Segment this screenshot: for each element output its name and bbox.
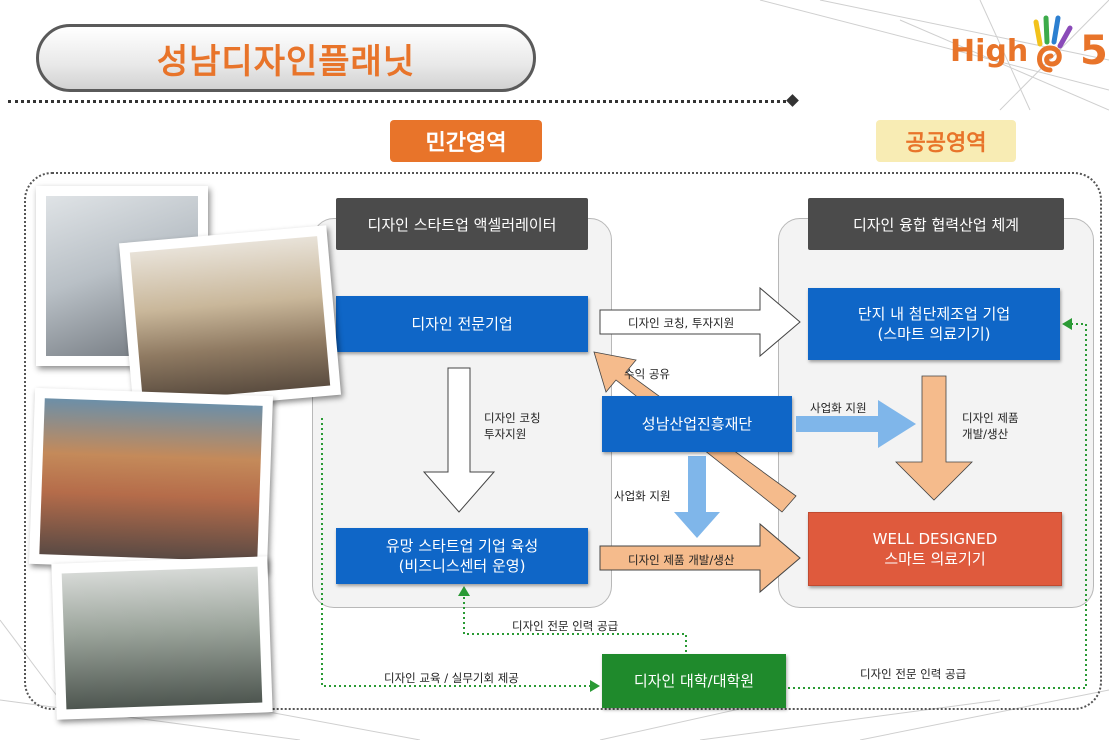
public-sector-badge: 공공영역 xyxy=(876,120,1016,162)
talent-supply-left-label: 디자인 전문 인력 공급 xyxy=(512,619,619,633)
logo-number: 5 xyxy=(1080,28,1108,74)
coaching-down-label-2: 투자지원 xyxy=(484,427,527,441)
talent-supply-right-label: 디자인 전문 인력 공급 xyxy=(860,667,967,681)
startup-incubation-line2: (비즈니스센터 운영) xyxy=(398,557,526,575)
header-divider xyxy=(8,100,793,103)
manufacturer-line2: (스마트 의료기기) xyxy=(877,325,991,343)
coaching-down-label-1: 디자인 코칭 xyxy=(484,411,541,425)
university-box: 디자인 대학/대학원 xyxy=(602,654,786,708)
talent-supply-right-line xyxy=(788,323,1087,689)
well-designed-line1: WELL DESIGNED xyxy=(872,529,998,548)
startup-incubation-line1: 유망 스타트업 기업 육성 xyxy=(385,536,539,555)
foundation-box: 성남산업진흥재단 xyxy=(602,396,792,452)
profit-share-label: 수익 공유 xyxy=(624,367,670,381)
foundation-label: 성남산업진흥재단 xyxy=(641,414,753,433)
logo-text: High xyxy=(950,34,1029,69)
page-title: 성남디자인플래닛 xyxy=(156,41,416,82)
manufacturer-line1: 단지 내 첨단제조업 기업 xyxy=(857,304,1011,323)
coaching-arrow xyxy=(599,286,801,358)
hand-logo-icon xyxy=(1033,15,1073,73)
education-arrowhead xyxy=(590,680,600,692)
talent-supply-left-line xyxy=(463,594,687,652)
coaching-invest-label: 디자인 코칭, 투자지원 xyxy=(628,316,735,330)
product-dev-arrow xyxy=(599,522,801,594)
product-dev-down-arrow xyxy=(895,375,973,501)
well-designed-line2: 스마트 의료기기 xyxy=(884,550,986,568)
title-banner xyxy=(36,24,536,92)
startup-accelerator-header: 디자인 스타트업 액셀러레이터 xyxy=(336,198,588,250)
product-dev-label-1: 디자인 제품 xyxy=(962,411,1019,425)
biz-support-down-arrow xyxy=(674,456,720,538)
manufacturer-box: 단지 내 첨단제조업 기업 (스마트 의료기기) xyxy=(808,288,1060,360)
diagram-frame xyxy=(24,172,1102,710)
talent-supply-left-arrowhead xyxy=(458,586,470,596)
education-label: 디자인 교육 / 실무기회 제공 xyxy=(384,671,519,685)
photo-store-aisle xyxy=(118,225,342,413)
design-firm-label: 디자인 전문기업 xyxy=(411,314,513,333)
university-label: 디자인 대학/대학원 xyxy=(633,671,755,690)
design-firm-box: 디자인 전문기업 xyxy=(336,296,588,352)
product-dev-label-2: 개발/생산 xyxy=(962,427,1009,441)
biz-support-down-label: 사업화 지원 xyxy=(614,489,671,503)
biz-support-arrow xyxy=(796,400,916,448)
talent-supply-right-arrowhead xyxy=(1062,318,1072,330)
convergence-industry-header: 디자인 융합 협력산업 체계 xyxy=(808,198,1064,250)
coaching-down-arrow xyxy=(422,367,496,513)
product-dev-bottom-label: 디자인 제품 개발/생산 xyxy=(628,553,735,567)
photo-market xyxy=(29,387,273,573)
biz-support-right-label: 사업화 지원 xyxy=(810,401,867,415)
private-sector-badge: 민간영역 xyxy=(390,120,542,162)
startup-incubation-box: 유망 스타트업 기업 육성 (비즈니스센터 운영) xyxy=(336,528,588,584)
photo-showroom xyxy=(51,556,273,720)
well-designed-box: WELL DESIGNED 스마트 의료기기 xyxy=(808,512,1062,586)
